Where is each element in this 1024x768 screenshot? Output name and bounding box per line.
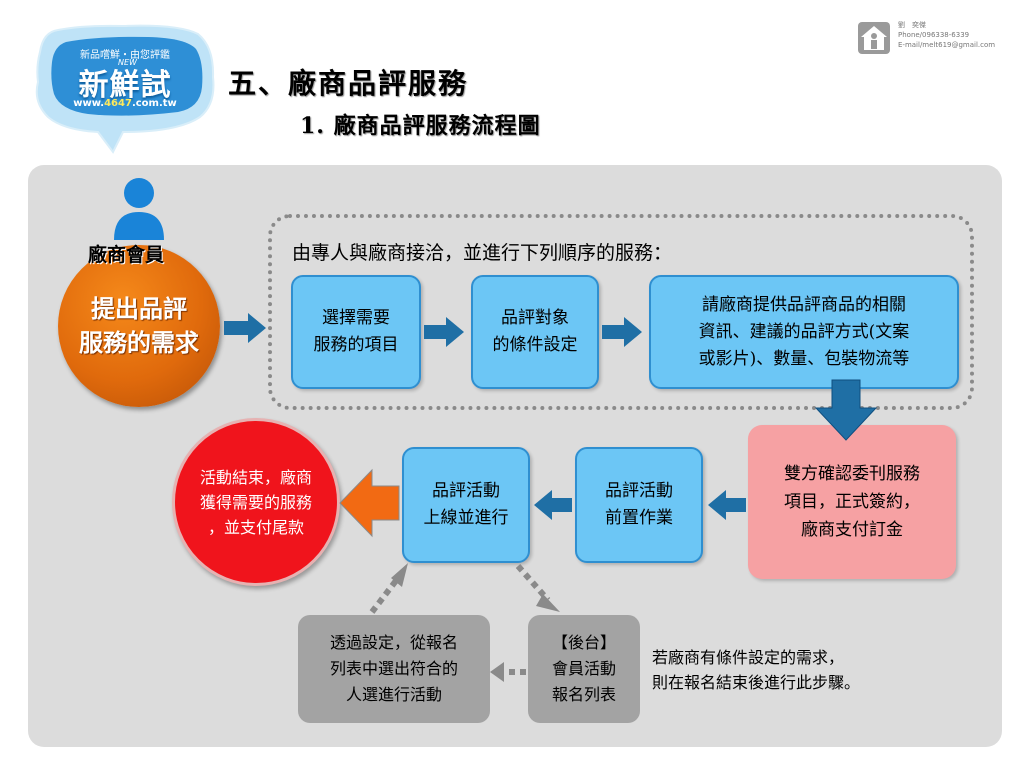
member-request-text: 提出品評 服務的需求: [79, 294, 199, 357]
arrow-select-to-conditions: [424, 317, 464, 347]
step-end-circle: [172, 418, 340, 586]
step-backend-list: 【後台】 會員活動 報名列表: [528, 615, 640, 723]
contact-name: 劉 奕傑: [898, 21, 926, 29]
member-request-circle: [58, 245, 220, 407]
service-caption: 由專人與廠商接洽，並進行下列順序的服務：: [292, 242, 673, 264]
arrow-request-to-group: [224, 313, 266, 343]
condition-note: 若廠商有條件設定的需求， 則在報名結束後進行此步驟。: [652, 648, 861, 692]
arrow-launch-to-end: [339, 468, 400, 538]
arrow-launch-to-backend-head: [536, 594, 560, 612]
arrow-confirm-to-prep: [708, 490, 746, 520]
arrow-prep-to-launch: [534, 490, 572, 520]
step-provide-info: 請廠商提供品評商品的相關 資訊、建議的品評方式(文案 或影片)、數量、包裝物流等: [649, 275, 959, 389]
logo-tagline: 新品嚐鮮・由您評鑑: [80, 50, 170, 61]
step-select-items: 選擇需要 服務的項目: [291, 275, 421, 389]
arrow-backend-to-filter-head: [490, 662, 504, 682]
logo-new-tag: NEW: [118, 58, 137, 67]
service-group-border: [268, 214, 974, 410]
page-subtitle: 1. 廠商品評服務流程圖: [300, 113, 541, 139]
arrow-conditions-to-info: [602, 317, 642, 347]
logo-url: www.4647.com.tw: [73, 98, 177, 109]
step-launch: 品評活動 上線並進行: [402, 447, 530, 563]
contact-email: E-mail/melt619@gmail.com: [898, 41, 996, 49]
member-label: 廠商會員: [88, 244, 165, 266]
arrow-filter-to-launch: [369, 576, 401, 614]
contact-info: 劉 奕傑 Phone/096338-6339 E-mail/melt619@gm…: [898, 20, 995, 50]
person-icon: [114, 178, 164, 240]
step-end-text: 活動結束，廠商 獲得需要的服務 ，並支付尾款: [199, 468, 312, 537]
page-title: 五、廠商品評服務: [228, 67, 469, 100]
step-filter: 透過設定，從報名 列表中選出符合的 人選進行活動: [298, 615, 490, 723]
house-person-icon: [858, 22, 890, 54]
arrow-info-to-confirm: [814, 379, 878, 441]
arrow-filter-to-launch-head: [391, 563, 408, 587]
logo-name: 新鮮試: [78, 68, 172, 103]
step-prep: 品評活動 前置作業: [575, 447, 703, 563]
logo-bubble: [35, 24, 215, 154]
step-conditions: 品評對象 的條件設定: [471, 275, 599, 389]
step-confirm-contract: 雙方確認委刊服務 項目，正式簽約， 廠商支付訂金: [748, 425, 956, 579]
contact-phone: Phone/096338-6339: [898, 31, 970, 39]
